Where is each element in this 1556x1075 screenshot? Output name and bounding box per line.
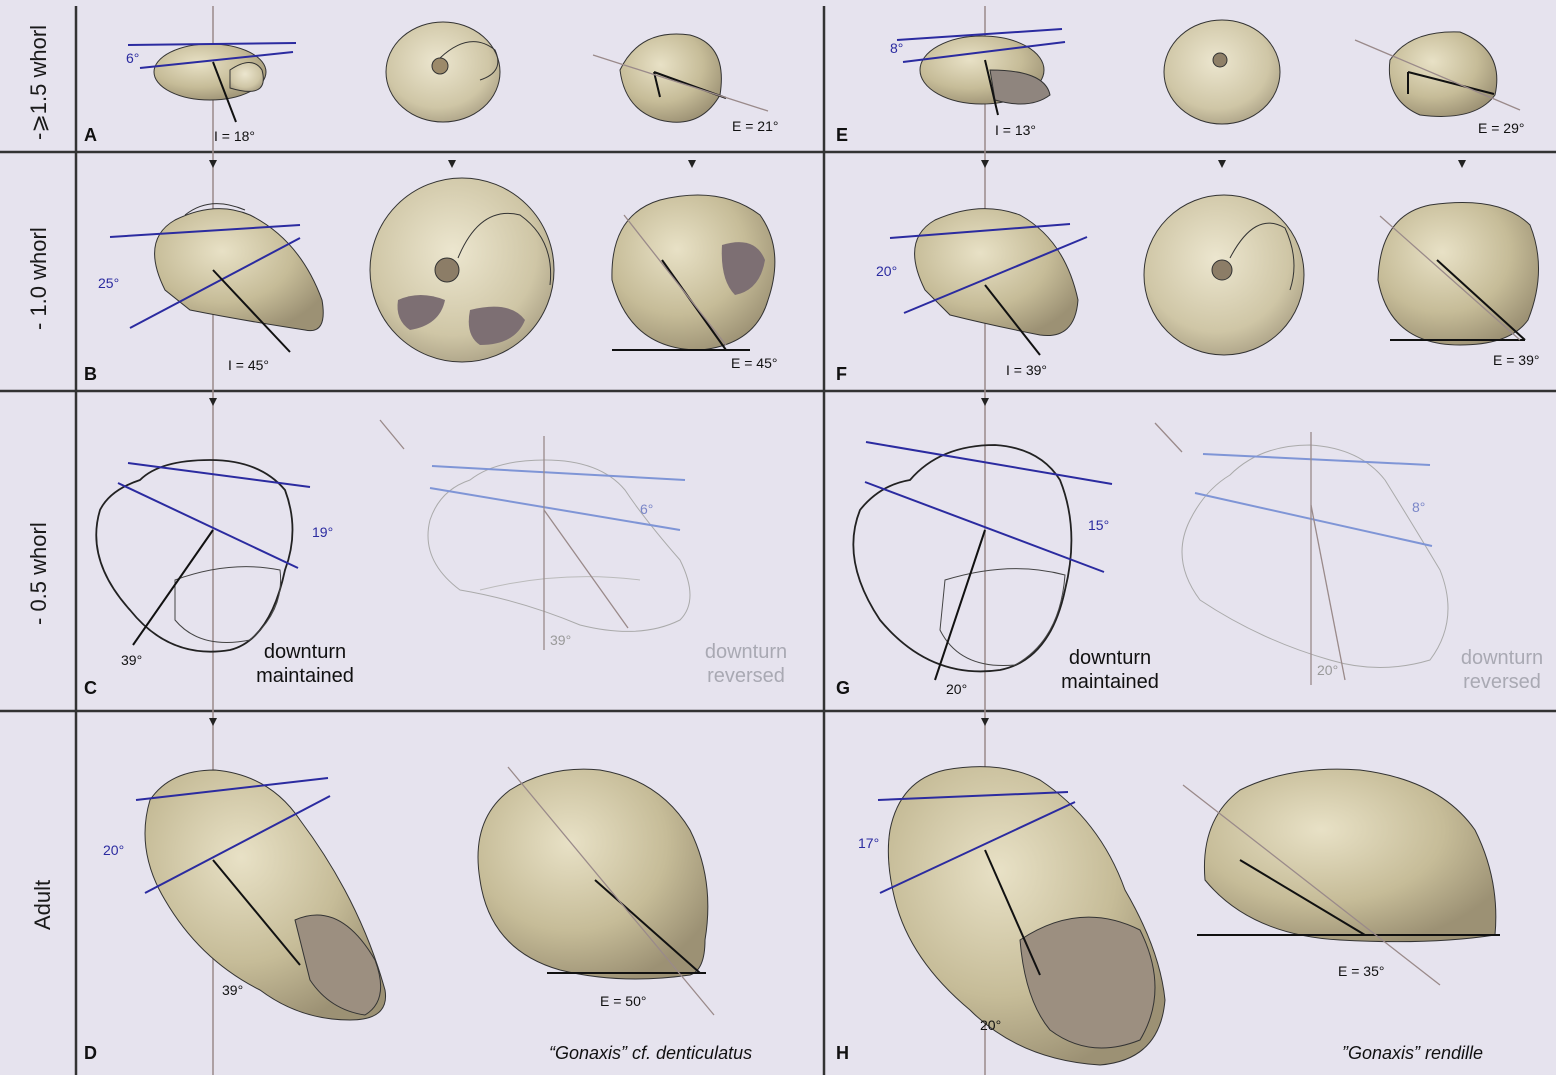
angle-B-E: E = 45° bbox=[731, 355, 777, 371]
blue-angle-lines bbox=[110, 29, 1112, 893]
panel-G-outlines bbox=[853, 445, 1448, 671]
note-line: maintained bbox=[1040, 670, 1180, 694]
angle-C-reversed-down: 39° bbox=[550, 632, 571, 648]
angle-G-reversed-blue: 8° bbox=[1412, 499, 1425, 515]
angle-A-E: E = 21° bbox=[732, 118, 778, 134]
angle-A-I: I = 18° bbox=[214, 128, 255, 144]
panel-letter-F: F bbox=[836, 364, 847, 385]
row-label-1.5-whorl: -⩾1.5 whorl bbox=[26, 25, 52, 140]
panel-letter-D: D bbox=[84, 1043, 97, 1064]
angle-H-E: E = 35° bbox=[1338, 963, 1384, 979]
angle-C-down: 39° bbox=[121, 652, 142, 668]
panel-F-shells bbox=[915, 195, 1539, 355]
angle-D-blue: 20° bbox=[103, 842, 124, 858]
panel-B-shells bbox=[155, 178, 775, 362]
panel-letter-G: G bbox=[836, 678, 850, 699]
panel-A-shells bbox=[154, 22, 721, 122]
note-line: maintained bbox=[235, 664, 375, 688]
panel-letter-B: B bbox=[84, 364, 97, 385]
note-line: reversed bbox=[686, 664, 806, 688]
row-label-0.5-whorl: - 0.5 whorl bbox=[26, 522, 52, 625]
angle-E-E: E = 29° bbox=[1478, 120, 1524, 136]
angle-E-I: I = 13° bbox=[995, 122, 1036, 138]
panel-C-outlines bbox=[96, 460, 690, 652]
angle-A-blue: 6° bbox=[126, 50, 139, 66]
species-label-left: “Gonaxis” cf. denticulatus bbox=[549, 1043, 752, 1064]
angle-C-blue: 19° bbox=[312, 524, 333, 540]
angle-D-down: 39° bbox=[222, 982, 243, 998]
note-line: downturn bbox=[1448, 646, 1556, 670]
note-line: reversed bbox=[1448, 670, 1556, 694]
angle-D-E: E = 50° bbox=[600, 993, 646, 1009]
angle-C-reversed-blue: 6° bbox=[640, 501, 653, 517]
note-downturn-maintained-right: downturn maintained bbox=[1040, 646, 1180, 694]
row-label-adult: Adult bbox=[30, 880, 56, 930]
note-line: downturn bbox=[235, 640, 375, 664]
angle-G-down: 20° bbox=[946, 681, 967, 697]
note-line: downturn bbox=[1040, 646, 1180, 670]
note-downturn-reversed-right: downturn reversed bbox=[1448, 646, 1556, 694]
angle-B-blue: 25° bbox=[98, 275, 119, 291]
note-downturn-maintained-left: downturn maintained bbox=[235, 640, 375, 688]
panel-letter-H: H bbox=[836, 1043, 849, 1064]
row-label-1.0-whorl: - 1.0 whorl bbox=[26, 227, 52, 330]
angle-G-blue: 15° bbox=[1088, 517, 1109, 533]
angle-G-reversed-down: 20° bbox=[1317, 662, 1338, 678]
angle-H-down: 20° bbox=[980, 1017, 1001, 1033]
angle-F-I: I = 39° bbox=[1006, 362, 1047, 378]
angle-F-blue: 20° bbox=[876, 263, 897, 279]
light-blue-angle-lines bbox=[430, 454, 1432, 546]
angle-H-blue: 17° bbox=[858, 835, 879, 851]
species-label-right: ”Gonaxis” rendille bbox=[1342, 1043, 1483, 1064]
panel-letter-E: E bbox=[836, 125, 848, 146]
angle-B-I: I = 45° bbox=[228, 357, 269, 373]
panel-letter-A: A bbox=[84, 125, 97, 146]
note-downturn-reversed-left: downturn reversed bbox=[686, 640, 806, 688]
angle-E-blue: 8° bbox=[890, 40, 903, 56]
angle-F-E: E = 39° bbox=[1493, 352, 1539, 368]
note-line: downturn bbox=[686, 640, 806, 664]
panel-letter-C: C bbox=[84, 678, 97, 699]
